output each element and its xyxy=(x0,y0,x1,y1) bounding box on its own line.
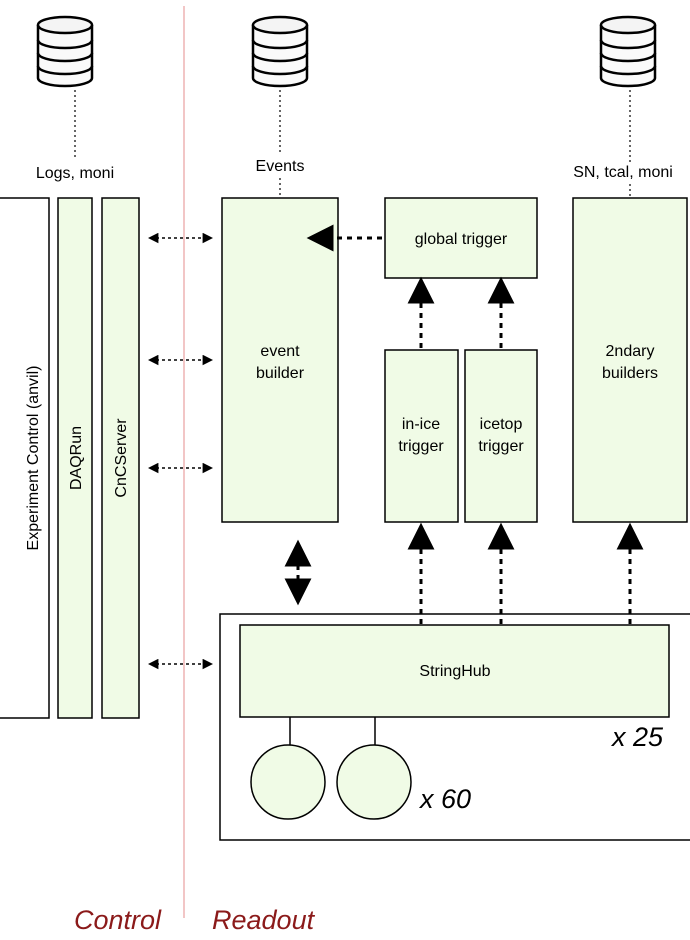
global-trigger-box xyxy=(384,197,538,279)
event-builder-box xyxy=(221,197,339,523)
icetop-trigger-label-line1: icetop xyxy=(480,416,523,433)
event-builder-label-line2: builder xyxy=(256,365,305,382)
stringhub-box xyxy=(239,624,670,718)
icetop-trigger-label-line2: trigger xyxy=(478,438,524,455)
database-label-events: Events xyxy=(256,158,305,175)
secondary-builders-label-line1: 2ndary xyxy=(606,343,655,360)
database-icon xyxy=(251,15,309,88)
in-ice-trigger-label-line2: trigger xyxy=(398,438,444,455)
in-ice-trigger-box xyxy=(384,349,459,523)
dom-multiplier: x 60 xyxy=(418,784,471,814)
dom-circle xyxy=(336,744,412,820)
global-trigger-label: global trigger xyxy=(415,231,508,248)
stringhub-label: StringHub xyxy=(419,663,490,680)
secondary-builders-label-line2: builders xyxy=(602,365,658,382)
database-icon xyxy=(36,15,94,88)
event-builder-label-line1: event xyxy=(260,343,300,360)
secondary-builders-box xyxy=(572,197,688,523)
section-label-control: Control xyxy=(74,905,162,935)
section-label-readout: Readout xyxy=(212,905,316,935)
database-label-logs: Logs, moni xyxy=(36,165,114,182)
cncserver-box xyxy=(101,197,140,719)
experiment-control-box xyxy=(0,197,50,719)
cncserver-label: CnCServer xyxy=(113,418,130,498)
stringhub-multiplier: x 25 xyxy=(610,722,664,752)
in-ice-trigger-label-line1: in-ice xyxy=(402,416,440,433)
daqrun-box xyxy=(57,197,93,719)
dom-circle xyxy=(250,744,326,820)
daqrun-label: DAQRun xyxy=(68,426,85,490)
icetop-trigger-box xyxy=(464,349,538,523)
database-icon xyxy=(599,15,657,88)
experiment-control-label: Experiment Control (anvil) xyxy=(25,366,42,551)
database-label-secondary: SN, tcal, moni xyxy=(573,164,673,181)
